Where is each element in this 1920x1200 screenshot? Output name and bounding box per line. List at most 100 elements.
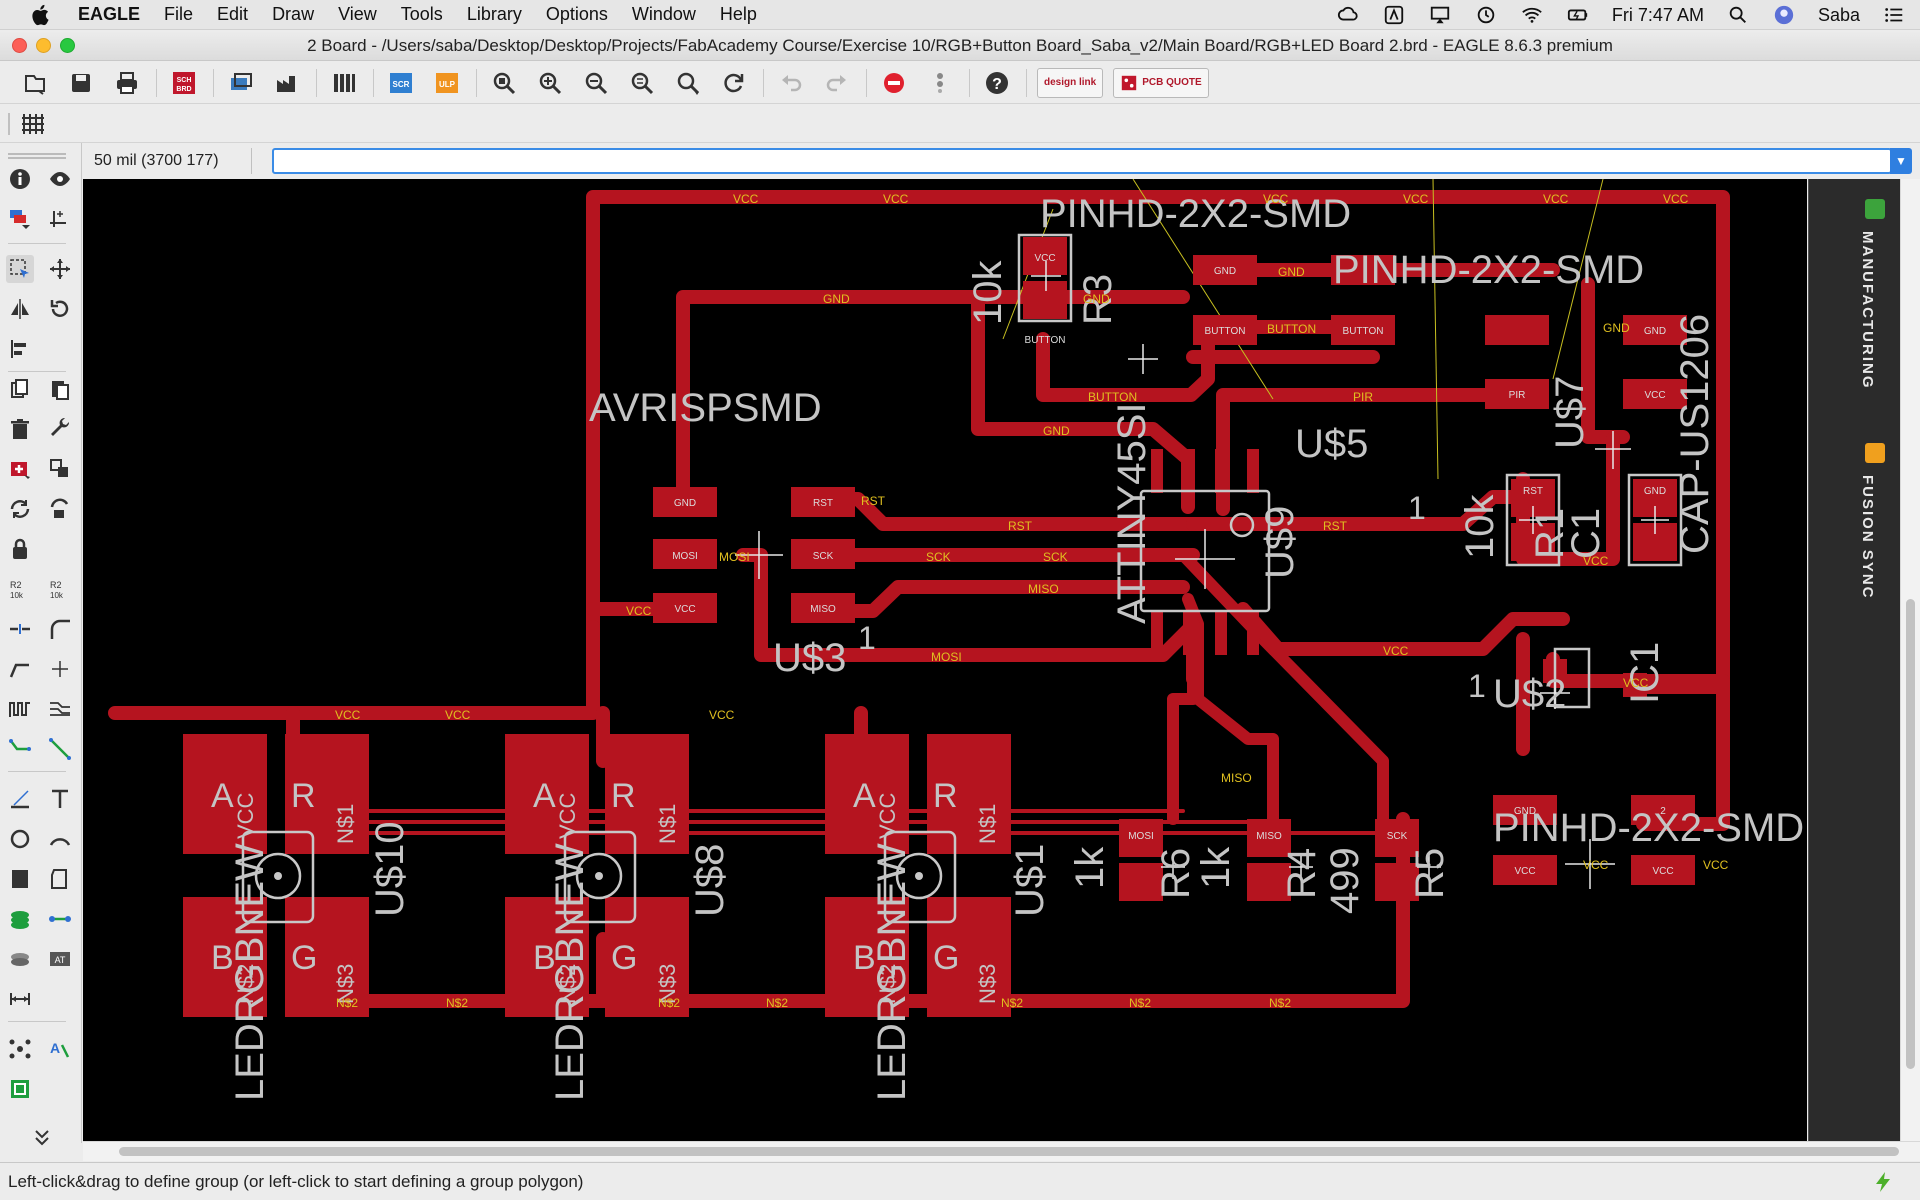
led3-pad-g[interactable] (927, 897, 1011, 1017)
pinhd2-pad-4[interactable] (1485, 315, 1549, 345)
stop-button[interactable] (877, 67, 911, 99)
pinhd3-pad-vcc[interactable] (1493, 855, 1557, 885)
menubar-user[interactable]: Saba (1817, 4, 1860, 25)
manufacturing-tab[interactable]: MANUFACTURING (1859, 231, 1876, 390)
vertical-scroll-thumb[interactable] (1906, 599, 1915, 1069)
zoom-in-button[interactable] (533, 67, 567, 99)
undo-button[interactable] (774, 67, 808, 99)
avr-pad-sck[interactable] (791, 539, 855, 569)
circle-tool[interactable] (6, 825, 34, 853)
menubar-clock[interactable]: Fri 7:47 AM (1611, 4, 1704, 25)
text-tool[interactable] (46, 785, 74, 813)
notification-center-icon[interactable] (1882, 4, 1906, 26)
meander-tool[interactable] (6, 695, 34, 723)
script-button[interactable]: SCR (384, 67, 418, 99)
minimize-window-button[interactable] (36, 38, 51, 53)
manufacturing-icon[interactable] (1865, 199, 1885, 219)
r3-pad-1[interactable] (1023, 237, 1067, 275)
led2-pad-g[interactable] (605, 897, 689, 1017)
menu-app-eagle[interactable]: EAGLE (78, 4, 141, 24)
r5-pad-2[interactable] (1375, 863, 1419, 901)
signal-tool[interactable] (46, 905, 74, 933)
attiny-pin-5[interactable] (1247, 449, 1259, 493)
rectangle-tool[interactable] (6, 865, 34, 893)
layer-settings-tool[interactable] (6, 205, 34, 233)
pinhd3-pad-gnd[interactable] (1493, 795, 1557, 825)
horizontal-scrollbar[interactable] (83, 1141, 1920, 1161)
apple-logo-icon[interactable] (28, 2, 54, 28)
led3-pad-b[interactable] (825, 897, 909, 1017)
led1-pad-a[interactable] (183, 734, 267, 854)
replace-tool[interactable] (46, 455, 74, 483)
zoom-select-button[interactable] (671, 67, 705, 99)
pinhd1-pad-button[interactable] (1193, 315, 1257, 345)
drc-tool[interactable] (6, 1075, 34, 1103)
fusion-sync-icon[interactable] (1865, 443, 1885, 463)
open-button[interactable] (18, 67, 52, 99)
miter-tool[interactable] (46, 615, 74, 643)
user-avatar-icon[interactable] (1772, 4, 1796, 26)
paste-tool[interactable] (46, 375, 74, 403)
zoom-window-button[interactable] (60, 38, 75, 53)
command-history-dropdown[interactable]: ▼ (1890, 148, 1912, 174)
ic1-pad-2[interactable] (1623, 673, 1647, 697)
creative-cloud-icon[interactable] (1336, 4, 1360, 26)
avr-pad-vcc[interactable] (653, 593, 717, 623)
led2-pad-b[interactable] (505, 897, 589, 1017)
zoom-out-button[interactable] (579, 67, 613, 99)
menu-window[interactable]: Window (631, 4, 696, 24)
airplay-icon[interactable] (1428, 4, 1452, 26)
fusion-sync-tab[interactable]: FUSION SYNC (1859, 475, 1876, 600)
vertical-scrollbar[interactable] (1900, 179, 1920, 1141)
pinhd1-pad-gnd[interactable] (1193, 255, 1257, 285)
add-tool[interactable] (6, 455, 34, 483)
led2-pad-r[interactable] (605, 734, 689, 854)
led2-pad-a[interactable] (505, 734, 589, 854)
save-button[interactable] (64, 67, 98, 99)
route-multiple-tool[interactable] (46, 695, 74, 723)
menu-options[interactable]: Options (545, 4, 608, 24)
help-button[interactable]: ? (980, 67, 1014, 99)
attiny-pin-8[interactable] (1151, 449, 1163, 493)
r3-pad-2[interactable] (1023, 281, 1067, 319)
led1-pad-b[interactable] (183, 897, 267, 1017)
r6-pad-1[interactable] (1119, 819, 1163, 857)
polygon-tool[interactable] (46, 865, 74, 893)
attiny-pin-1[interactable] (1151, 611, 1163, 655)
hole-tool[interactable] (6, 945, 34, 973)
menu-file[interactable]: File (164, 4, 194, 24)
avr-pad-gnd[interactable] (653, 487, 717, 517)
menu-tools[interactable]: Tools (400, 4, 443, 24)
board-canvas[interactable]: PINHD-2X2-SMD PINHD-2X2-SMD PINHD-2X2-SM… (83, 179, 1807, 1141)
split-tool[interactable] (6, 615, 34, 643)
attiny-pin-2[interactable] (1183, 611, 1195, 655)
delete-tool[interactable] (6, 415, 34, 443)
rotate-tool[interactable] (46, 295, 74, 323)
lock-tool[interactable] (6, 535, 34, 563)
board-3d-button[interactable] (224, 67, 258, 99)
design-link-button[interactable]: design link (1037, 67, 1104, 98)
command-input[interactable] (272, 148, 1892, 174)
redraw-button[interactable] (717, 67, 751, 99)
line-tool[interactable] (6, 785, 34, 813)
pinhd3-pad-vcc2[interactable] (1631, 855, 1695, 885)
r6-pad-2[interactable] (1119, 863, 1163, 901)
attiny-pin-4[interactable] (1247, 611, 1259, 655)
info-tool[interactable] (6, 165, 34, 193)
show-tool[interactable] (46, 165, 74, 193)
avr-pad-rst[interactable] (791, 487, 855, 517)
library-button[interactable] (327, 67, 361, 99)
pinhd2-pad-pir[interactable] (1485, 379, 1549, 409)
attribute-tool[interactable]: AT (46, 945, 74, 973)
zoom-fit-button[interactable] (487, 67, 521, 99)
avr-pad-mosi[interactable] (653, 539, 717, 569)
align-tool[interactable] (6, 335, 34, 363)
menu-draw[interactable]: Draw (272, 4, 315, 24)
grid-icon[interactable] (20, 110, 48, 138)
optimize-tool[interactable] (6, 655, 34, 683)
pcb-quote-button[interactable]: PCB QUOTE (1113, 67, 1209, 98)
r4-pad-2[interactable] (1247, 863, 1291, 901)
menu-library[interactable]: Library (466, 4, 522, 24)
